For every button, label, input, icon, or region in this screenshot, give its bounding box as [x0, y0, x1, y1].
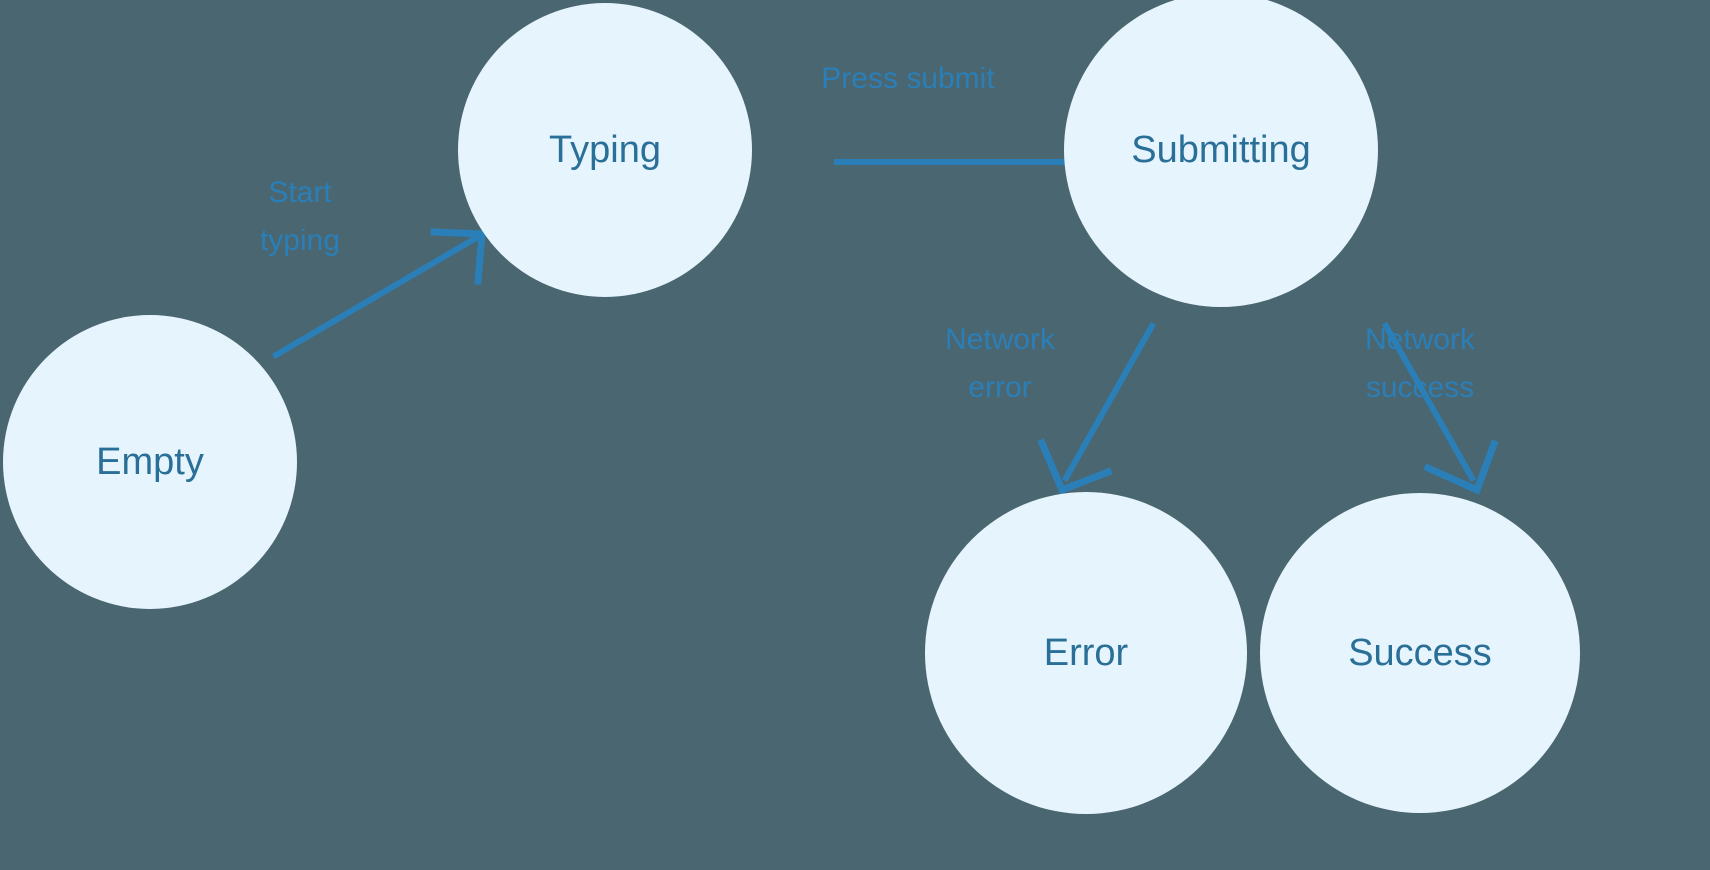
edge-submitting-to-success: [1381, 321, 1499, 495]
state-node-success[interactable]: Success: [1260, 493, 1580, 813]
state-node-label-empty: Empty: [96, 441, 204, 483]
edge-line-empty-to-typing: [271, 233, 481, 360]
state-node-label-typing: Typing: [549, 129, 661, 171]
edge-label-line-1: Network: [945, 323, 1056, 356]
state-node-label-success: Success: [1348, 632, 1492, 674]
state-node-circle-error[interactable]: [925, 492, 1247, 814]
edge-label-submitting-to-error: Network error: [945, 323, 1056, 404]
edge-submitting-to-error: [1037, 321, 1157, 495]
edge-label-line-2: typing: [260, 224, 340, 257]
edge-label-empty-to-typing: Start typing: [260, 176, 340, 257]
state-node-label-error: Error: [1044, 632, 1129, 674]
edge-label-line-1: Press submit: [821, 62, 995, 95]
state-node-submitting[interactable]: Submitting: [1064, 0, 1378, 307]
state-node-error[interactable]: Error: [925, 492, 1247, 814]
edge-label-typing-to-submitting: Press submit: [821, 62, 995, 95]
edge-label-line-2: success: [1366, 371, 1474, 404]
edge-label-submitting-to-success: Network success: [1365, 323, 1476, 404]
arrowhead-submitting-to-error: [1037, 438, 1113, 495]
state-node-typing[interactable]: Typing: [458, 3, 752, 297]
edge-label-line-1: Network: [1365, 323, 1476, 356]
state-node-circle-empty[interactable]: [3, 315, 297, 609]
arrowhead-empty-to-typing: [430, 228, 486, 285]
state-node-circle-submitting[interactable]: [1064, 0, 1378, 307]
state-node-circle-success[interactable]: [1260, 493, 1580, 813]
state-node-label-submitting: Submitting: [1131, 129, 1311, 171]
edge-empty-to-typing: [271, 228, 486, 360]
edge-line-submitting-to-error: [1061, 321, 1157, 483]
state-node-circle-typing[interactable]: [458, 3, 752, 297]
arrowhead-submitting-to-success: [1423, 439, 1499, 495]
state-node-empty[interactable]: Empty: [3, 315, 297, 609]
edge-line-submitting-to-success: [1381, 321, 1477, 483]
edge-label-line-1: Start: [268, 176, 332, 209]
edge-label-line-2: error: [968, 371, 1031, 404]
